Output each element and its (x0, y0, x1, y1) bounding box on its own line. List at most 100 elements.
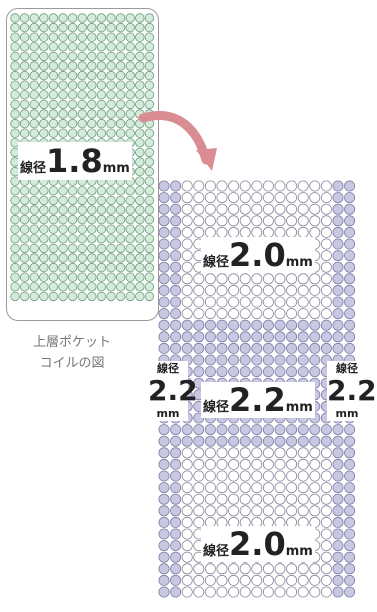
firm-coil (344, 215, 356, 227)
firm-coil (320, 342, 332, 354)
upper-coil (135, 32, 145, 42)
upper-coil (29, 51, 39, 62)
soft-coil (204, 215, 216, 227)
firm-coil (239, 435, 251, 447)
soft-coil (251, 308, 263, 320)
firm-coil (170, 284, 182, 296)
upper-coil (77, 80, 87, 90)
upper-coil (67, 61, 78, 71)
upper-coil (58, 272, 68, 282)
firm-coil (158, 458, 170, 470)
firm-coil (344, 470, 356, 482)
soft-coil (181, 261, 193, 273)
firm-coil (332, 563, 344, 575)
upper-coil (144, 224, 155, 234)
upper-coil (125, 109, 135, 119)
upper-coil (96, 99, 107, 110)
upper-coil (135, 128, 145, 138)
upper-coil (106, 99, 116, 110)
upper-coil (115, 128, 126, 138)
soft-coil (274, 296, 286, 308)
soft-coil (239, 215, 251, 227)
upper-coil (67, 90, 78, 100)
soft-coil (239, 447, 251, 459)
firm-coil (158, 528, 170, 540)
firm-coil (170, 273, 182, 285)
firm-coil (344, 551, 356, 563)
firm-coil (158, 261, 170, 273)
soft-coil (239, 482, 251, 494)
firm-coil (193, 331, 205, 343)
firm-coil (170, 505, 182, 517)
upper-coil (87, 214, 97, 225)
firm-coil (158, 516, 170, 528)
upper-coil (87, 13, 97, 23)
soft-coil (216, 482, 228, 494)
upper-coil (96, 80, 107, 90)
firm-coil (344, 296, 356, 308)
upper-coil (58, 128, 68, 138)
soft-coil (286, 563, 298, 575)
upper-coil (29, 109, 39, 119)
firm-coil (332, 238, 344, 250)
upper-coil (67, 291, 78, 302)
upper-coil (58, 214, 68, 225)
soft-coil (251, 192, 263, 204)
firm-coil (344, 458, 356, 470)
soft-coil (320, 238, 332, 250)
upper-coil (87, 80, 97, 90)
upper-coil (115, 90, 126, 100)
soft-coil (216, 308, 228, 320)
wire-diameter-kanji: 線径 (157, 362, 179, 375)
soft-coil (239, 203, 251, 215)
soft-coil (228, 215, 240, 227)
wire-diameter-value: 2.2 (229, 381, 286, 419)
firm-coil (170, 203, 182, 215)
firm-coil (297, 366, 309, 378)
upper-coil (96, 224, 107, 234)
soft-coil (216, 226, 228, 238)
firm-coil (274, 366, 286, 378)
soft-coil (320, 226, 332, 238)
upper-coil (115, 22, 126, 33)
upper-coil (67, 80, 78, 90)
upper-coil (115, 118, 126, 129)
upper-coil (106, 282, 116, 292)
upper-coil (48, 70, 59, 81)
soft-coil (320, 215, 332, 227)
soft-coil (193, 192, 205, 204)
soft-coil (216, 470, 228, 482)
soft-coil (297, 505, 309, 517)
upper-coil (106, 272, 116, 282)
upper-coil (96, 32, 107, 42)
soft-coil (320, 250, 332, 262)
firm-coil (274, 424, 286, 436)
upper-coil (135, 253, 145, 263)
upper-coil (19, 128, 30, 138)
soft-coil (251, 180, 263, 192)
firm-coil (239, 366, 251, 378)
upper-coil (125, 262, 135, 273)
upper-coil (19, 234, 30, 244)
soft-coil (239, 505, 251, 517)
soft-coil (251, 273, 263, 285)
upper-coil (125, 90, 135, 100)
upper-coil (19, 186, 30, 196)
firm-coil (320, 435, 332, 447)
firm-coil (332, 435, 344, 447)
upper-coil (77, 205, 87, 215)
upper-coil (67, 128, 78, 138)
upper-coil (29, 234, 39, 244)
soft-coil (274, 493, 286, 505)
soft-coil (297, 493, 309, 505)
upper-coil (115, 186, 126, 196)
firm-coil (344, 180, 356, 192)
upper-coil (144, 166, 155, 177)
soft-coil (193, 470, 205, 482)
soft-coil (320, 505, 332, 517)
upper-coil (19, 70, 30, 81)
upper-coil (39, 205, 49, 215)
firm-coil (158, 505, 170, 517)
upper-coil (135, 272, 145, 282)
upper-coil (29, 195, 39, 206)
